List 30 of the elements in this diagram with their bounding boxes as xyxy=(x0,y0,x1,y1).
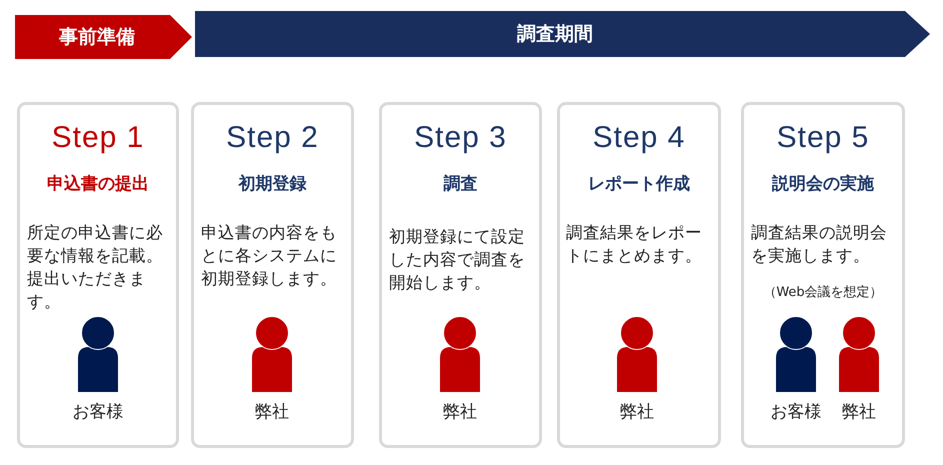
step-number: Step 1 xyxy=(50,121,146,155)
step-card xyxy=(741,102,905,448)
phase-label: 調査期間 xyxy=(517,22,593,47)
step-card xyxy=(379,102,542,448)
person-label: 弊社 xyxy=(443,401,477,423)
person-label: 弊社 xyxy=(620,401,654,423)
step-number: Step 2 xyxy=(225,121,320,155)
step-description: 申込書の内容をもとに各システムに初期登録します。 xyxy=(201,222,338,290)
phase-label: 事前準備 xyxy=(59,25,135,50)
person-label: 弊社 xyxy=(842,401,876,423)
person-label: 弊社 xyxy=(255,401,289,423)
step-title: 調査 xyxy=(442,173,478,195)
step-description: 所定の申込書に必要な情報を記載。提出いただきます。 xyxy=(27,222,164,313)
phase-arrow xyxy=(15,15,192,59)
step-description: 調査結果をレポートにまとめます。 xyxy=(566,222,703,267)
step-description: 初期登録にて設定した内容で調査を開始します。 xyxy=(389,226,526,294)
step-number: Step 5 xyxy=(776,121,870,155)
step-title: レポート作成 xyxy=(587,173,691,195)
person-label: お客様 xyxy=(770,401,822,423)
step-title: 説明会の実施 xyxy=(770,173,875,195)
person-label: お客様 xyxy=(72,401,124,423)
step-card xyxy=(17,102,179,448)
step-title: 申込書の提出 xyxy=(46,173,150,195)
step-card xyxy=(557,102,721,448)
step-number: Step 3 xyxy=(413,121,508,155)
note-text: （Web会議を想定） xyxy=(762,284,884,301)
step-card xyxy=(191,102,354,448)
step-number: Step 4 xyxy=(592,121,686,155)
step-title: 初期登録 xyxy=(237,173,308,195)
step-description: 調査結果の説明会を実施します。 xyxy=(751,222,888,267)
